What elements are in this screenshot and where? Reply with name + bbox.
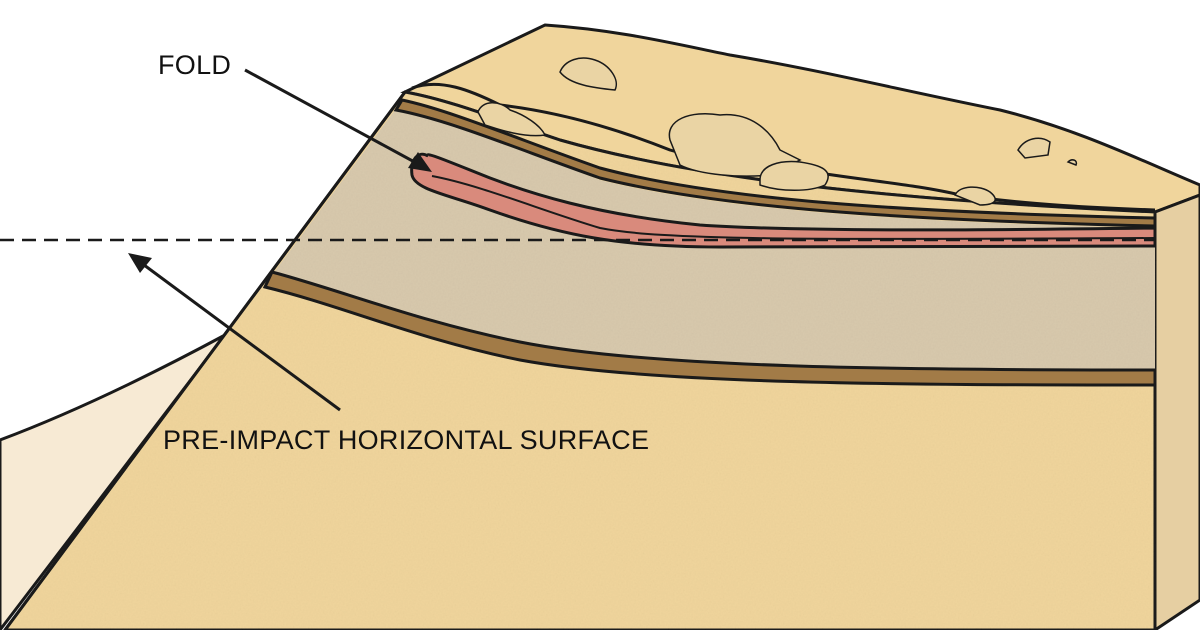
upper-brown-band [393, 98, 1157, 228]
block-side-face [1153, 193, 1200, 630]
block-left-edge [3, 91, 407, 630]
fold-arrow [244, 68, 432, 172]
lower-brown-band [262, 270, 1157, 387]
fold-label: FOLD [158, 50, 232, 80]
surface-arrow [128, 253, 341, 412]
pre-impact-surface-label: PRE-IMPACT HORIZONTAL SURFACE [163, 425, 650, 455]
boulders [477, 57, 1078, 206]
